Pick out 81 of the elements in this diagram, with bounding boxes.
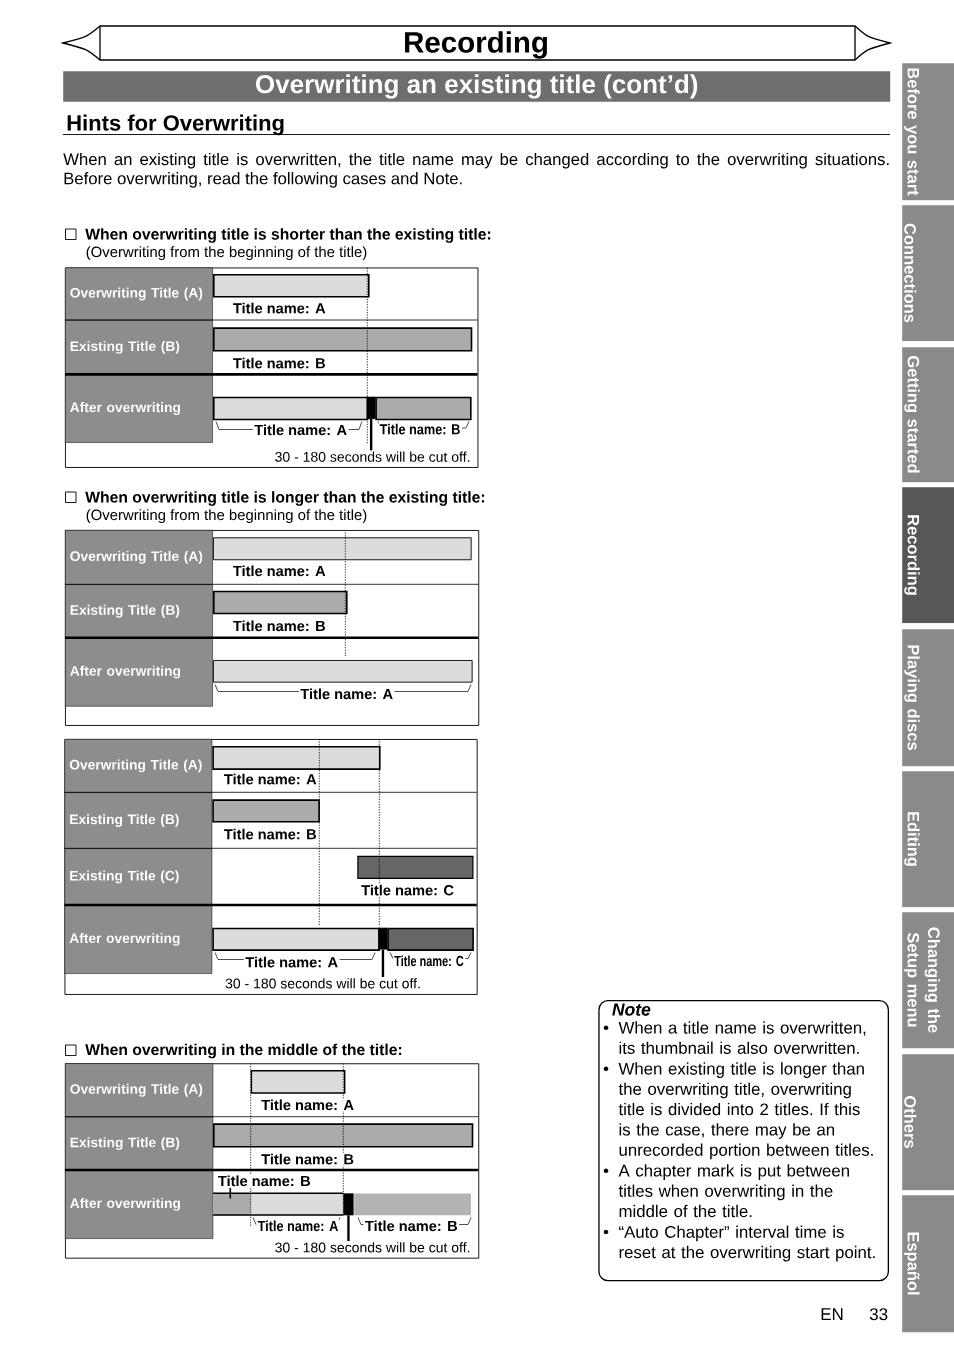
- bar-label: Title name: A: [299, 687, 395, 701]
- note-text: “Auto Chapter” interval time is reset at the overwriting start point.: [619, 1225, 875, 1262]
- row-header: Existing Title (B): [65, 320, 213, 375]
- section-band: Overwriting an existing title (cont’d): [63, 71, 891, 102]
- bar-label: Title name: B: [222, 827, 318, 841]
- timeline-bar: [212, 799, 320, 823]
- leader-line: [369, 419, 373, 451]
- bar-label: Title name: A: [253, 423, 349, 437]
- bar-label: Title name: A: [231, 564, 327, 578]
- cut-off-note: 30 - 180 seconds will be cut off.: [225, 978, 420, 989]
- row-header: After overwriting: [64, 905, 213, 974]
- side-tab: Recording: [902, 487, 954, 624]
- bar-label: Title name: C: [360, 883, 455, 897]
- timeline-bar: [213, 396, 369, 421]
- timeline-bar: [213, 537, 472, 561]
- timeline-bar: [249, 1192, 345, 1216]
- leader-line: [381, 949, 385, 977]
- timeline-bar: [212, 927, 380, 951]
- timeline-bar: [213, 274, 370, 298]
- bar-label: Title name: B: [231, 356, 327, 370]
- side-tab: Editing: [902, 771, 954, 908]
- side-tab: Before you start: [902, 63, 954, 201]
- row-header: Existing Title (B): [64, 792, 213, 849]
- bar-label: Title name: B: [260, 1152, 355, 1166]
- side-tab: Changing the Setup menu: [902, 912, 954, 1049]
- row-header: After overwriting: [65, 374, 213, 443]
- page-number: 33: [869, 1308, 888, 1321]
- row-header: Overwriting Title (A): [64, 739, 213, 793]
- row-header: Existing Title (B): [65, 584, 213, 639]
- bar-label: Title name: A: [231, 301, 327, 315]
- chapter-mark: [343, 1193, 354, 1216]
- row-header: After overwriting: [65, 637, 213, 707]
- cut-off-note: 30 - 180 seconds will be cut off.: [275, 1242, 470, 1253]
- timeline-bar: [250, 1070, 346, 1094]
- timeline-bar: [213, 327, 473, 352]
- case-subheading: (Overwriting from the beginning of the title): [86, 509, 367, 524]
- row-header: Existing Title (C): [64, 848, 213, 906]
- bar-label: Title name: B: [378, 422, 462, 436]
- timeline-bar: [354, 1193, 471, 1216]
- case-heading: When overwriting title is shorter than the existing title:: [85, 228, 491, 243]
- side-tab: Playing discs: [902, 629, 954, 767]
- note-text: When a title name is overwritten, its thumbnail is also overwritten.: [618, 1021, 866, 1054]
- timeline-bar: [357, 855, 474, 879]
- row-header: Overwriting Title (A): [65, 1063, 214, 1118]
- bar-label: Title name: B: [231, 619, 327, 633]
- note-text: A chapter mark is put between titles when overwriting in the middle of the title.: [618, 1164, 849, 1218]
- side-tab: Español: [902, 1195, 954, 1333]
- case-subheading: (Overwriting from the beginning of the title): [86, 246, 367, 261]
- chapter-mark: [366, 396, 376, 419]
- case-heading: When overwriting title is longer than the existing title:: [85, 491, 485, 506]
- bar-label: Title name: B: [363, 1219, 459, 1233]
- title-banner: Recording: [62, 25, 891, 61]
- language-code: EN: [821, 1308, 843, 1320]
- timeline-bar: [375, 396, 472, 421]
- side-tab: Getting started: [902, 347, 954, 483]
- cut-off-note: 30 - 180 seconds will be cut off.: [275, 451, 470, 462]
- chapter-mark: [378, 927, 388, 950]
- note-text: When existing title is longer than the overwriting title, overwriting title is divided into 2 titles. If this is the case, there may be an unrecorded portion between titles.: [618, 1062, 873, 1160]
- bar-label: Title name: A: [260, 1098, 355, 1112]
- timeline-bar: [212, 746, 381, 770]
- note-box: [598, 1000, 889, 1282]
- side-tab: Connections: [902, 205, 954, 342]
- row-header: Overwriting Title (A): [65, 530, 213, 585]
- note-heading: Note: [612, 1003, 651, 1016]
- row-header: Overwriting Title (A): [65, 267, 213, 321]
- intro-text: When an existing title is overwritten, the title name may be changed according to the overwriting situations. Before overwriting, read the following cases and Note.: [63, 152, 889, 188]
- timeline-bar: [213, 660, 473, 683]
- case-heading: When overwriting in the middle of the title:: [85, 1043, 402, 1059]
- timeline-bar: [212, 1192, 252, 1216]
- side-tab: Others: [902, 1054, 954, 1191]
- row-header: Existing Title (B): [65, 1116, 214, 1171]
- timeline-bar: [213, 590, 348, 615]
- bar-label: Title name: A: [256, 1219, 340, 1233]
- leader-line: [347, 1215, 350, 1241]
- timeline-bar: [213, 1123, 474, 1148]
- row-header: After overwriting: [65, 1170, 214, 1239]
- bar-label: Title name: C: [393, 954, 465, 968]
- timeline-bar: [387, 927, 474, 951]
- bar-label: Title name: A: [222, 772, 318, 786]
- bar-label: Title name: B: [216, 1174, 312, 1188]
- bar-label: Title name: A: [244, 955, 340, 969]
